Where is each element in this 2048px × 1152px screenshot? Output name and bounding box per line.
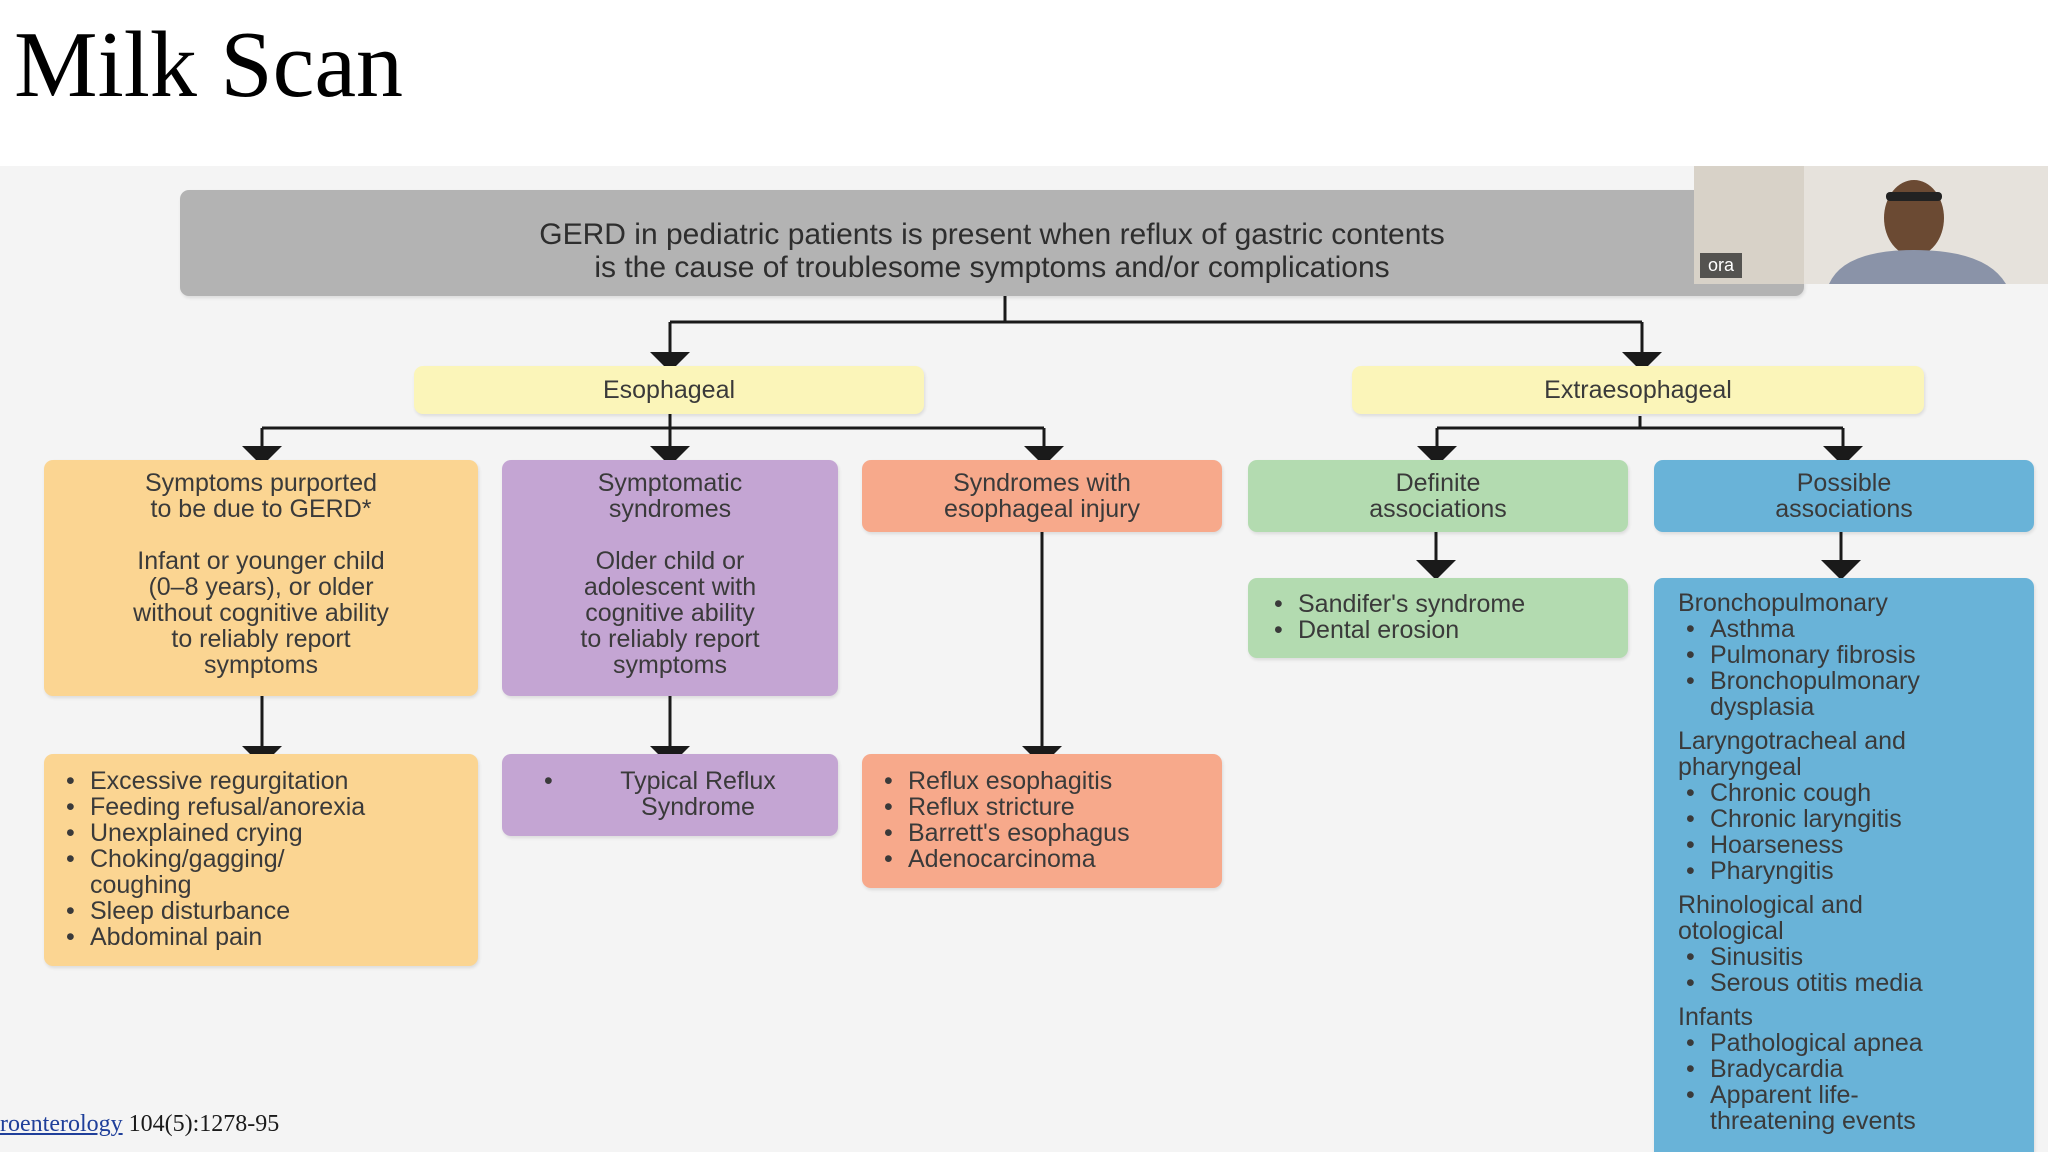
citation-journal-link[interactable]: roenterology <box>0 1111 123 1137</box>
group-title: Rhinological and otological <box>1678 891 1863 945</box>
list-item: Pathological apnea <box>1678 1030 2028 1056</box>
list-item: Typical Reflux Syndrome <box>536 768 828 820</box>
list-item: Serous otitis media <box>1678 970 2028 996</box>
gerd-flowchart: GERD in pediatric patients is present wh… <box>0 166 2048 1152</box>
list-item: Chronic laryngitis <box>1678 806 2028 832</box>
esophageal-node: Esophageal <box>414 366 924 414</box>
list-item: Unexplained crying <box>58 820 468 846</box>
presenter-video-icon <box>1694 166 2048 284</box>
symptoms-list: Excessive regurgitation Feeding refusal/… <box>44 754 478 966</box>
list-item: Pulmonary fibrosis <box>1678 642 2028 668</box>
list-item: Choking/gagging/ coughing <box>58 846 468 898</box>
list-item: Abdominal pain <box>58 924 468 950</box>
list-item: Reflux stricture <box>876 794 1212 820</box>
possible-associations-list: Bronchopulmonary Asthma Pulmonary fibros… <box>1654 578 2034 1152</box>
definite-associations-list: Sandifer's syndrome Dental erosion <box>1248 578 1628 658</box>
list-item: Sinusitis <box>1678 944 2028 970</box>
webcam-name-label: ora <box>1700 253 1743 278</box>
group-title: Bronchopulmonary <box>1678 589 1888 617</box>
citation: roenterology 104(5):1278-95 <box>0 1111 279 1138</box>
list-item: Excessive regurgitation <box>58 768 468 794</box>
list-item: Asthma <box>1678 616 2028 642</box>
slide-title: Milk Scan <box>14 13 404 117</box>
esophageal-injury-node: Syndromes with esophageal injury <box>862 460 1222 532</box>
list-item: Hoarseness <box>1678 832 2028 858</box>
typical-reflux-list: Typical Reflux Syndrome <box>502 754 838 836</box>
list-item: Dental erosion <box>1266 617 1620 643</box>
root-node: GERD in pediatric patients is present wh… <box>180 190 1804 296</box>
list-item: Chronic cough <box>1678 780 2028 806</box>
symptoms-gerd-node: Symptoms purported to be due to GERD* In… <box>44 460 478 696</box>
group-title: Laryngotracheal and pharyngeal <box>1678 727 1906 781</box>
possible-associations-node: Possible associations <box>1654 460 2034 532</box>
list-item: Bronchopulmonary dysplasia <box>1678 668 2028 720</box>
webcam-overlay: ora <box>1694 166 2048 284</box>
list-item: Barrett's esophagus <box>876 820 1212 846</box>
connector-arrows <box>242 296 1863 766</box>
list-item: Feeding refusal/anorexia <box>58 794 468 820</box>
esophageal-injury-list: Reflux esophagitis Reflux stricture Barr… <box>862 754 1222 888</box>
group-title: Infants <box>1678 1003 1754 1031</box>
list-item: Sandifer's syndrome <box>1266 591 1620 617</box>
list-item: Bradycardia <box>1678 1056 2028 1082</box>
list-item: Adenocarcinoma <box>876 846 1212 872</box>
citation-reference: 104(5):1278-95 <box>122 1111 280 1137</box>
list-item: Sleep disturbance <box>58 898 468 924</box>
list-item: Reflux esophagitis <box>876 768 1212 794</box>
list-item: Pharyngitis <box>1678 858 2028 884</box>
symptomatic-syndromes-node: Symptomatic syndromes Older child or ado… <box>502 460 838 696</box>
list-item: Apparent life- threatening events <box>1678 1082 2028 1134</box>
definite-associations-node: Definite associations <box>1248 460 1628 532</box>
extraesophageal-node: Extraesophageal <box>1352 366 1924 414</box>
